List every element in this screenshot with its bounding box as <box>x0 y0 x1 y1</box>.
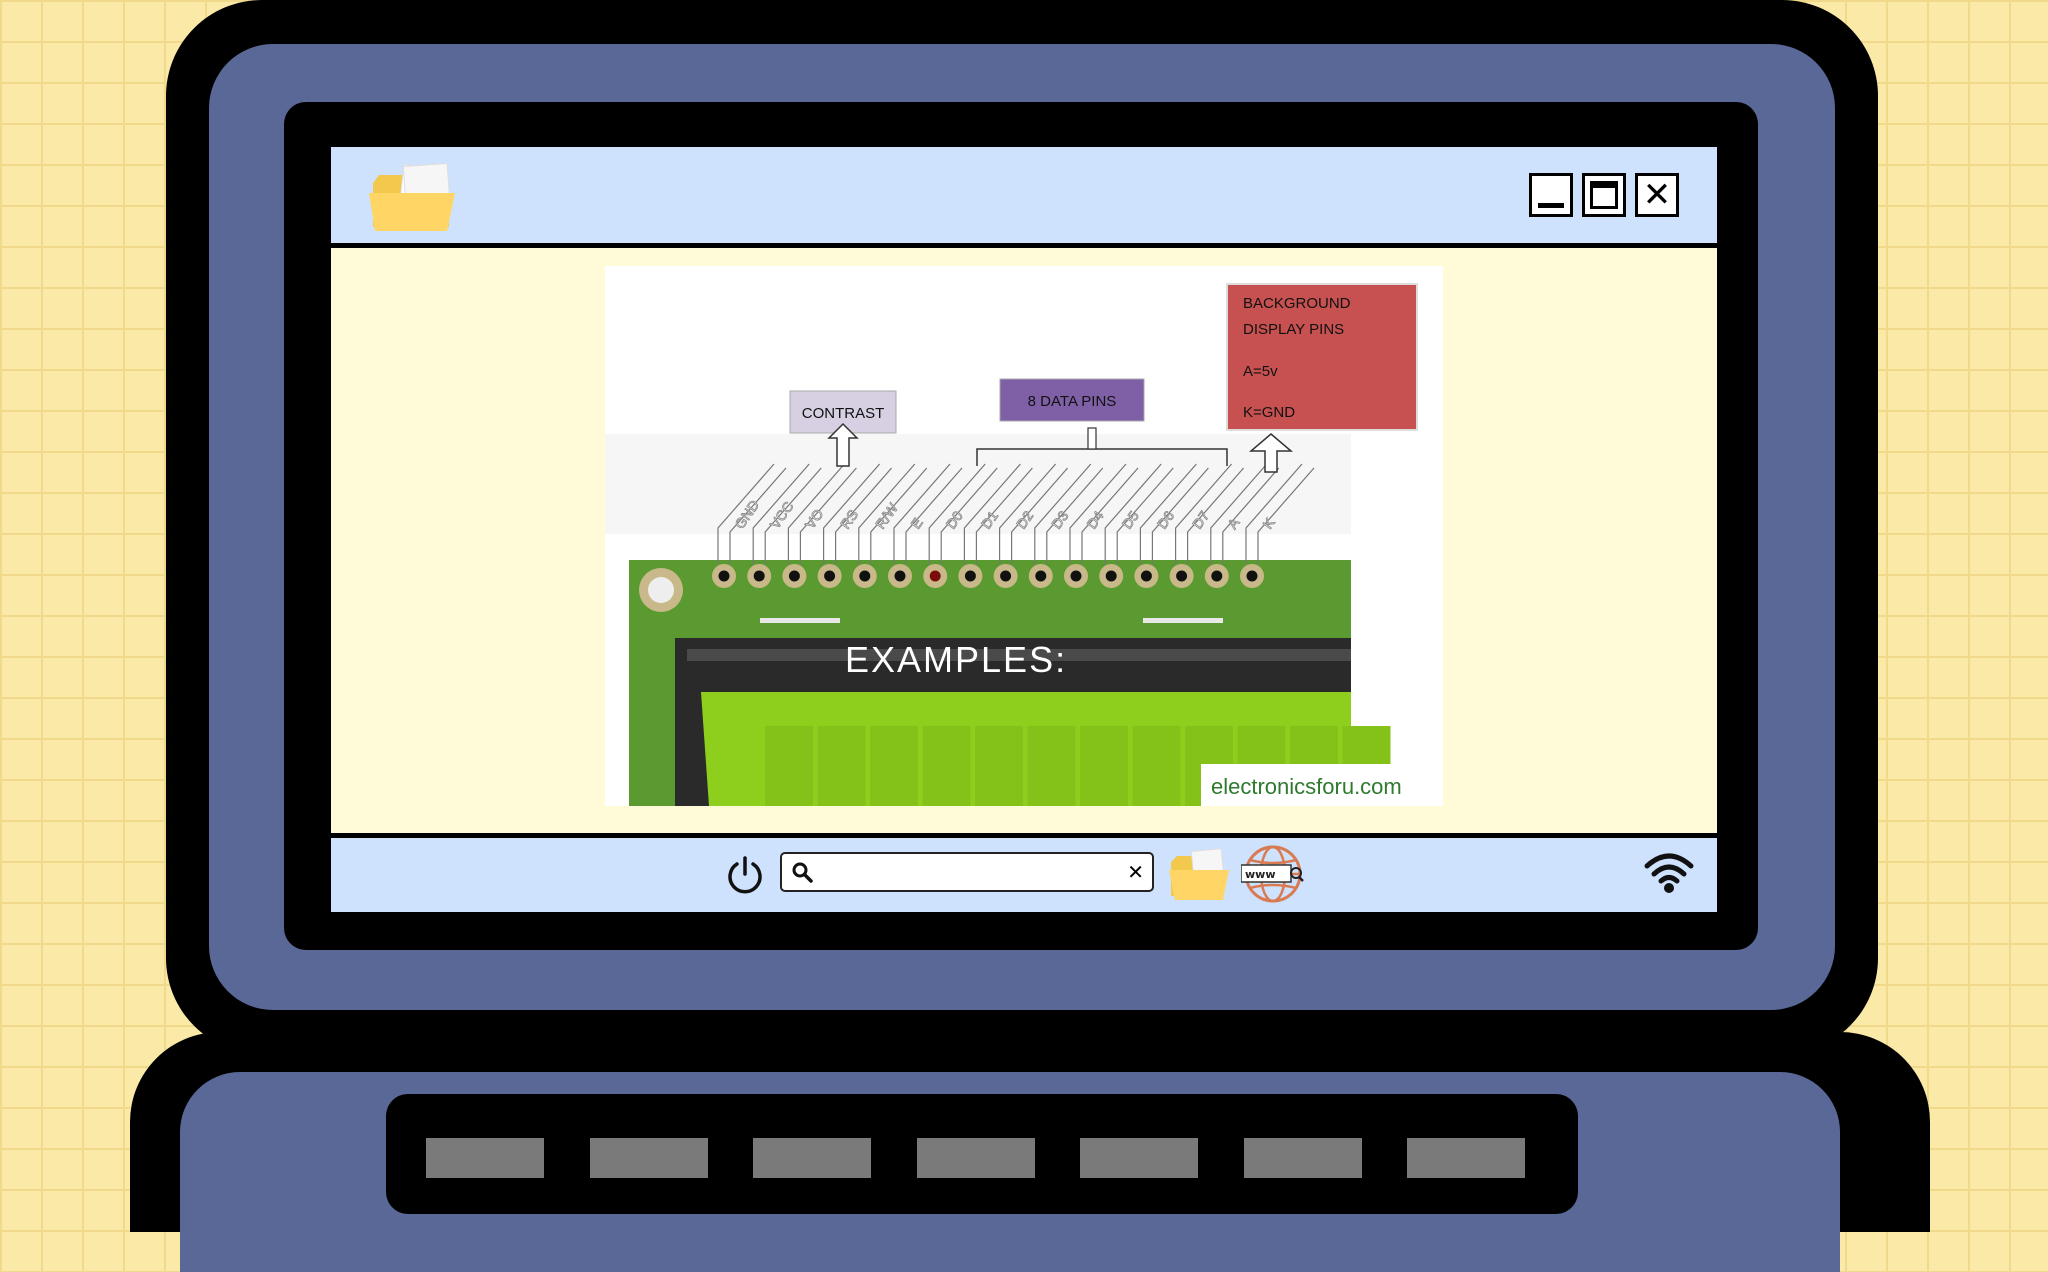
pin-hole <box>718 570 730 582</box>
pin-lead-line <box>764 467 822 564</box>
data-pins-label: 8 DATA PINS <box>1028 393 1117 410</box>
pin-lead-line <box>835 467 893 564</box>
pin-lead-line <box>1151 467 1209 564</box>
contrast-arrow <box>827 422 859 467</box>
pin-hole <box>929 570 941 582</box>
watermark: electronicsforu.com <box>1211 774 1402 799</box>
maximize-button[interactable] <box>1582 173 1626 217</box>
close-button[interactable]: ✕ <box>1635 173 1679 217</box>
pin-hole <box>824 570 836 582</box>
pin-hole <box>964 570 976 582</box>
minimize-button[interactable] <box>1529 173 1573 217</box>
background-pins-label-box <box>1226 283 1418 431</box>
background-label-line2: DISPLAY PINS <box>1243 321 1344 338</box>
pin-hole <box>894 570 906 582</box>
pin-hole <box>1000 570 1012 582</box>
pin-lead-line <box>905 467 963 564</box>
keyboard-key <box>1080 1138 1198 1178</box>
window-titlebar: ✕ <box>331 147 1717 248</box>
file-explorer-icon[interactable] <box>1167 846 1231 902</box>
lcd-char-cell <box>1080 726 1128 806</box>
background-label-line1: BACKGROUND <box>1243 295 1351 312</box>
pin-lead-line <box>975 467 1033 564</box>
lcd-char-cell <box>870 726 918 806</box>
background-label-k: K=GND <box>1243 404 1295 421</box>
taskbar: ✕ www <box>331 833 1717 912</box>
lcd-char-cell <box>1132 726 1181 806</box>
pin-lead-line <box>1116 467 1174 564</box>
display-caption: EXAMPLES: <box>845 639 1067 680</box>
power-icon[interactable] <box>724 854 766 896</box>
keyboard-key <box>590 1138 708 1178</box>
pin-hole <box>1211 570 1223 582</box>
keyboard-key <box>753 1138 871 1178</box>
pin-lead-line <box>717 463 775 564</box>
pin-lead-line <box>729 467 787 564</box>
pin-lead-line <box>1175 463 1233 564</box>
lcd-char-cell <box>975 726 1023 806</box>
keyboard-key <box>917 1138 1035 1178</box>
pin-lead-line <box>963 463 1021 564</box>
pin-hole <box>1105 570 1117 582</box>
lcd-char-cell <box>922 726 971 806</box>
pin-lead-line <box>1222 467 1280 564</box>
pin-lead-line <box>928 463 986 564</box>
pin-lead-line <box>823 463 881 564</box>
pin-hole <box>1176 570 1188 582</box>
pin-lead-line <box>893 463 951 564</box>
search-icon <box>792 862 813 883</box>
watermark-box <box>1201 764 1443 806</box>
folder-icon <box>369 162 455 231</box>
browser-globe-icon[interactable]: www <box>1241 842 1305 906</box>
pin-lead-line <box>1257 467 1315 564</box>
pin-lead-line <box>1069 463 1127 564</box>
pin-lead-line <box>1210 463 1268 564</box>
pin-hole <box>1070 570 1082 582</box>
data-pins-bracket <box>976 448 1228 466</box>
background-label-a: A=5v <box>1243 363 1278 380</box>
keyboard-key <box>1407 1138 1525 1178</box>
pin-hole <box>753 570 765 582</box>
keyboard-key <box>1244 1138 1362 1178</box>
keyboard-key <box>426 1138 544 1178</box>
pin-lead-line <box>1034 463 1092 564</box>
lcd-char-cell <box>817 726 866 806</box>
search-input[interactable] <box>822 858 1116 888</box>
pin-lead-line <box>870 467 928 564</box>
pin-hole <box>859 570 871 582</box>
data-pins-arrow <box>1087 427 1097 450</box>
pin-lead-line <box>999 463 1057 564</box>
pin-lead-line <box>799 467 857 564</box>
pin-lead-line <box>787 463 845 564</box>
lcd-char-cell <box>765 726 813 806</box>
pin-lead-line <box>1046 467 1104 564</box>
pin-hole <box>788 570 800 582</box>
background-pins-arrow <box>1248 433 1294 473</box>
pin-lead-line <box>1104 463 1162 564</box>
pin-lead-line <box>858 463 916 564</box>
clear-search-icon[interactable]: ✕ <box>1127 860 1144 884</box>
contrast-label: CONTRAST <box>802 405 885 422</box>
search-box[interactable]: ✕ <box>780 852 1154 892</box>
pin-lead-line <box>1139 463 1197 564</box>
pin-lead-line <box>1081 467 1139 564</box>
data-pins-label-box <box>999 378 1145 422</box>
pin-hole <box>1246 570 1258 582</box>
lcd-char-cell <box>1027 726 1076 806</box>
pin-hole <box>1140 570 1152 582</box>
pin-lead-line <box>752 463 810 564</box>
pin-lead-line <box>940 467 998 564</box>
www-label: www <box>1245 868 1276 881</box>
pin-lead-line <box>1245 463 1303 564</box>
wifi-icon[interactable] <box>1643 848 1695 896</box>
pin-hole <box>1035 570 1047 582</box>
pin-lead-line <box>1011 467 1069 564</box>
pin-lead-line <box>1187 467 1245 564</box>
